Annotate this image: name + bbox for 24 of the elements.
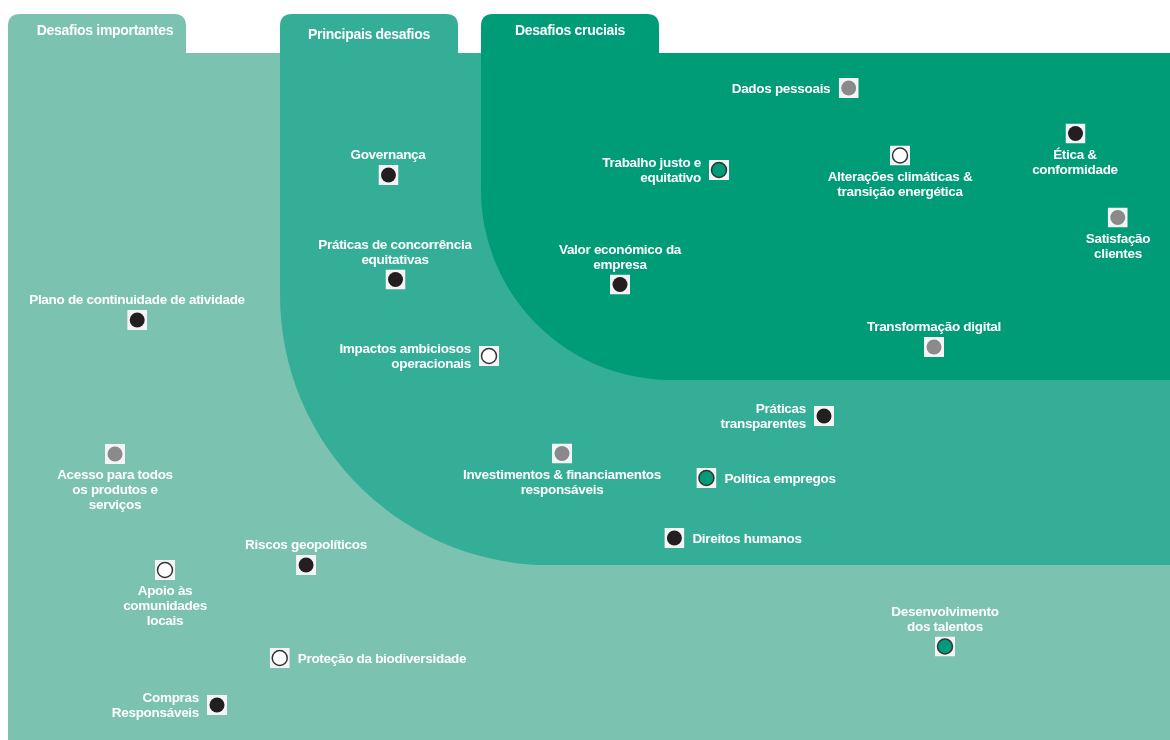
topic-label: Plano de continuidade de atividade	[29, 292, 245, 307]
topic-label: Acesso para todos os produtos e serviços	[56, 467, 174, 512]
topic-label: Desenvolvimento dos talentos	[890, 603, 1000, 634]
region-title: Desafios cruciais	[514, 22, 626, 38]
topic-label: Riscos geopolíticos	[245, 537, 367, 552]
topic-label: Alterações climáticas & transição energética	[826, 168, 974, 199]
topic-label: Apoio às comunidades locais	[122, 583, 208, 628]
topic-label: Práticas de concorrência equitativas	[317, 236, 473, 267]
region-title: Principais desafios	[308, 26, 430, 42]
topic-label: Transformação digital	[867, 319, 1001, 334]
topic-label: Governança	[350, 147, 426, 162]
topic-label: Proteção da biodiversidade	[297, 650, 467, 666]
topic-label: Dados pessoais	[731, 80, 831, 96]
region-title: Desafios importantes	[36, 22, 174, 38]
topic-label: Investimentos & financiamentos responsáveis	[462, 466, 662, 497]
topic-label: Práticas transparentes	[719, 401, 806, 431]
topic-label: Trabalho justo e equitativo	[601, 155, 701, 185]
topic-label: Valor económico da empresa	[557, 241, 683, 272]
topic-label: Compras Responsáveis	[110, 690, 199, 720]
topic-label: Satisfação clientes	[1085, 230, 1151, 261]
topic-label: Impactos ambiciosos operacionais	[338, 341, 471, 371]
topic-label: Política empregos	[724, 470, 836, 486]
topic-label: Direitos humanos	[692, 530, 802, 546]
topic-label: Ética & conformidade	[1031, 146, 1119, 177]
